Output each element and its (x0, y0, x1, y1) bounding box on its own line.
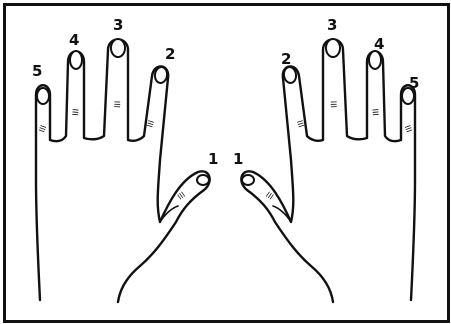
right-ring-nail (369, 51, 381, 69)
right-little-label: 5 (409, 74, 419, 92)
left-middle-nail (111, 39, 125, 57)
left-little-label: 5 (32, 62, 42, 80)
left-middle-label: 3 (113, 16, 123, 34)
right-thumb-nail (242, 175, 254, 185)
left-thumb-label: 1 (208, 150, 218, 168)
left-ring-nail (70, 51, 82, 69)
right-hand: III III III III III (241, 39, 415, 302)
right-index-label: 2 (281, 50, 291, 68)
right-thumb-label: 1 (233, 150, 243, 168)
right-middle-nail (326, 39, 340, 57)
left-ring-mark: III (71, 108, 81, 116)
left-thumb-nail (197, 175, 209, 185)
left-middle-mark: III (113, 101, 122, 108)
left-ring-label: 4 (69, 31, 79, 49)
left-hand: III III III III III 5 4 3 2 1 (32, 16, 218, 302)
right-middle-mark: III (329, 101, 338, 108)
left-hand-outline (36, 40, 210, 303)
right-middle-label: 3 (327, 16, 337, 34)
right-ring-label: 4 (374, 35, 384, 53)
right-ring-mark: III (370, 108, 380, 116)
left-index-label: 2 (165, 45, 175, 63)
right-hand-outline (241, 40, 415, 303)
left-little-nail (37, 88, 49, 104)
